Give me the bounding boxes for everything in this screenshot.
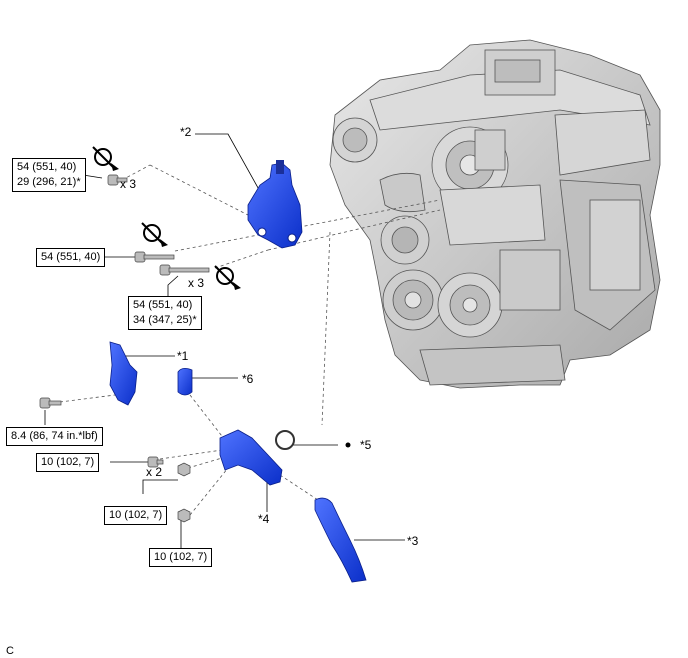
torque-spec-box-2: 54 (551, 40) (36, 248, 106, 267)
pipe-part-4 (219, 429, 283, 486)
callout-label-3: *3 (407, 534, 419, 548)
bracket-part-1 (109, 341, 138, 406)
quantity-label: x 2 (146, 465, 163, 479)
callout-label-2: *2 (180, 125, 192, 139)
torque-spec-box-1: 54 (551, 40) 29 (296, 21)* (12, 158, 86, 192)
dashed-leaders (59, 164, 441, 516)
hose-part-3 (314, 497, 367, 583)
torque-wrench-icon (92, 146, 241, 290)
hose-part-6 (177, 368, 193, 396)
quantity-label: x 3 (120, 177, 137, 191)
callout-label-5: *5 (360, 438, 372, 452)
nut-icon (177, 462, 191, 523)
torque-spec-text: 10 (102, 7) (109, 509, 163, 521)
torque-spec-text: 10 (102, 7) (154, 551, 208, 563)
figure-code: C (6, 645, 14, 657)
torque-spec-box-5: 10 (102, 7) (36, 453, 100, 472)
torque-spec-text: 10 (102, 7) (41, 456, 95, 468)
torque-spec-text: 54 (551, 40) (17, 161, 77, 173)
torque-spec-text: 54 (551, 40) (133, 299, 193, 311)
torque-spec-text: 8.4 (86, 74 in.*lbf) (11, 430, 98, 442)
quantity-label: x 3 (188, 276, 205, 290)
callout-label-1: *1 (177, 349, 189, 363)
torque-spec-box-3: 54 (551, 40) 34 (347, 25)* (128, 296, 202, 330)
torque-spec-text: 34 (347, 25)* (133, 314, 197, 326)
bolt-icon (39, 174, 210, 468)
torque-spec-box-7: 10 (102, 7) (149, 548, 213, 567)
torque-spec-text: 29 (296, 21)* (17, 176, 81, 188)
bracket-part-2 (247, 160, 303, 249)
engine-illustration (329, 39, 661, 389)
torque-spec-box-4: 8.4 (86, 74 in.*lbf) (6, 427, 103, 446)
callout-label-6: *6 (242, 372, 254, 386)
torque-spec-text: 54 (551, 40) (41, 251, 101, 263)
torque-spec-box-6: 10 (102, 7) (104, 506, 168, 525)
callout-label-4: *4 (258, 512, 270, 526)
callout-leaders (44, 133, 405, 548)
gasket-ring-icon (275, 430, 351, 450)
